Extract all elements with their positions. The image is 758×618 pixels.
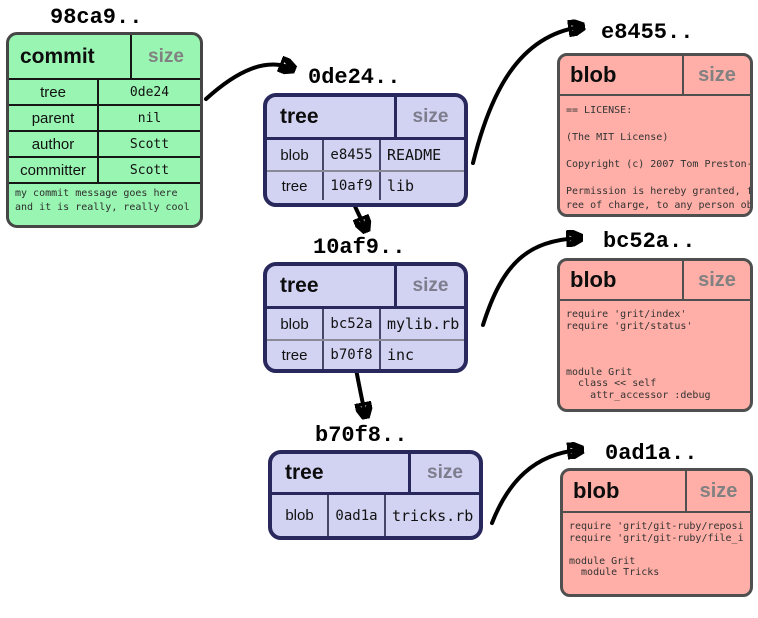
commit-type-label: commit — [20, 44, 95, 68]
blob-type-label: blob — [570, 62, 617, 87]
tree-entry-row: blob bc52a mylib.rb — [267, 309, 464, 339]
tree-entry-row: blob 0ad1a tricks.rb — [272, 495, 479, 536]
blob-size-label: size — [682, 56, 750, 94]
tree-10af9-hash-label: 10af9.. — [313, 235, 406, 260]
commit-message: my commit message goes here and it is re… — [15, 188, 190, 213]
tree-0de24-object-box: tree size blob e8455 README tree 10af9 l… — [263, 93, 468, 207]
blob-header: blob size — [563, 471, 750, 513]
tree-size-label: size — [394, 97, 464, 137]
tree-entry-row: tree 10af9 lib — [267, 170, 464, 200]
tree-type-label: tree — [280, 105, 319, 128]
entry-name: lib — [379, 172, 464, 200]
blob-type-label: blob — [573, 478, 620, 503]
commit-field-value: Scott — [97, 158, 200, 182]
commit-size-label: size — [130, 35, 200, 78]
entry-name: mylib.rb — [379, 309, 464, 339]
commit-hash-label: 98ca9.. — [50, 5, 143, 30]
blob-content: == LICENSE: (The MIT License) Copyright … — [566, 105, 750, 211]
entry-name: README — [379, 140, 464, 170]
blob-0ad1a-hash-label: 0ad1a.. — [605, 441, 698, 466]
entry-type: blob — [280, 315, 309, 333]
tree-b70f8-object-box: tree size blob 0ad1a tricks.rb — [268, 450, 483, 540]
commit-field-row: parent nil — [9, 106, 200, 132]
commit-field-value: 0de24 — [97, 80, 200, 104]
tree-type-label: tree — [285, 461, 324, 484]
commit-field-value: Scott — [97, 132, 200, 156]
blob-bc52a-hash-label: bc52a.. — [603, 229, 696, 254]
commit-field-label: parent — [31, 109, 75, 127]
tree-0de24-hash-label: 0de24.. — [308, 65, 401, 90]
blob-size-label: size — [685, 471, 750, 511]
tree-10af9-object-box: tree size blob bc52a mylib.rb tree b70f8… — [263, 262, 468, 373]
entry-type: tree — [281, 346, 308, 364]
tree-header: tree size — [267, 266, 464, 309]
commit-field-value: nil — [97, 106, 200, 130]
entry-hash: e8455 — [322, 140, 379, 170]
commit-field-label: tree — [40, 83, 66, 101]
commit-field-row: tree 0de24 — [9, 80, 200, 106]
entry-type: blob — [285, 507, 314, 524]
tree-entry-row: tree b70f8 inc — [267, 339, 464, 369]
entry-name: inc — [379, 341, 464, 369]
entry-type: blob — [280, 146, 309, 164]
tree-header: tree size — [267, 97, 464, 140]
commit-object-box: commit size tree 0de24 parent nil author… — [6, 32, 203, 228]
tree-b70f8-hash-label: b70f8.. — [315, 423, 408, 448]
blob-0ad1a-object-box: blob size require 'grit/git-ruby/reposi … — [560, 468, 753, 597]
tree-size-label: size — [408, 454, 479, 492]
blob-content: require 'grit/git-ruby/reposi require 'g… — [569, 521, 744, 578]
entry-hash: bc52a — [322, 309, 379, 339]
commit-field-label: committer — [20, 161, 86, 179]
entry-hash: b70f8 — [322, 341, 379, 369]
tree-header: tree size — [272, 454, 479, 495]
commit-field-label: author — [31, 135, 75, 153]
tree-type-label: tree — [280, 274, 319, 297]
blob-header: blob size — [560, 261, 750, 301]
blob-e8455-hash-label: e8455.. — [601, 20, 694, 45]
blob-header: blob size — [560, 56, 750, 96]
blob-type-label: blob — [570, 267, 617, 292]
commit-field-row: committer Scott — [9, 158, 200, 184]
entry-hash: 10af9 — [322, 172, 379, 200]
tree-size-label: size — [394, 266, 464, 306]
commit-field-row: author Scott — [9, 132, 200, 158]
entry-type: tree — [281, 177, 308, 195]
blob-e8455-object-box: blob size == LICENSE: (The MIT License) … — [557, 53, 753, 217]
blob-bc52a-object-box: blob size require 'grit/index' require '… — [557, 258, 753, 412]
tree-entry-row: blob e8455 README — [267, 140, 464, 170]
blob-content: require 'grit/index' require 'grit/statu… — [566, 309, 711, 401]
blob-size-label: size — [682, 261, 750, 299]
commit-header: commit size — [9, 35, 200, 80]
entry-hash: 0ad1a — [327, 495, 384, 536]
entry-name: tricks.rb — [384, 495, 479, 536]
